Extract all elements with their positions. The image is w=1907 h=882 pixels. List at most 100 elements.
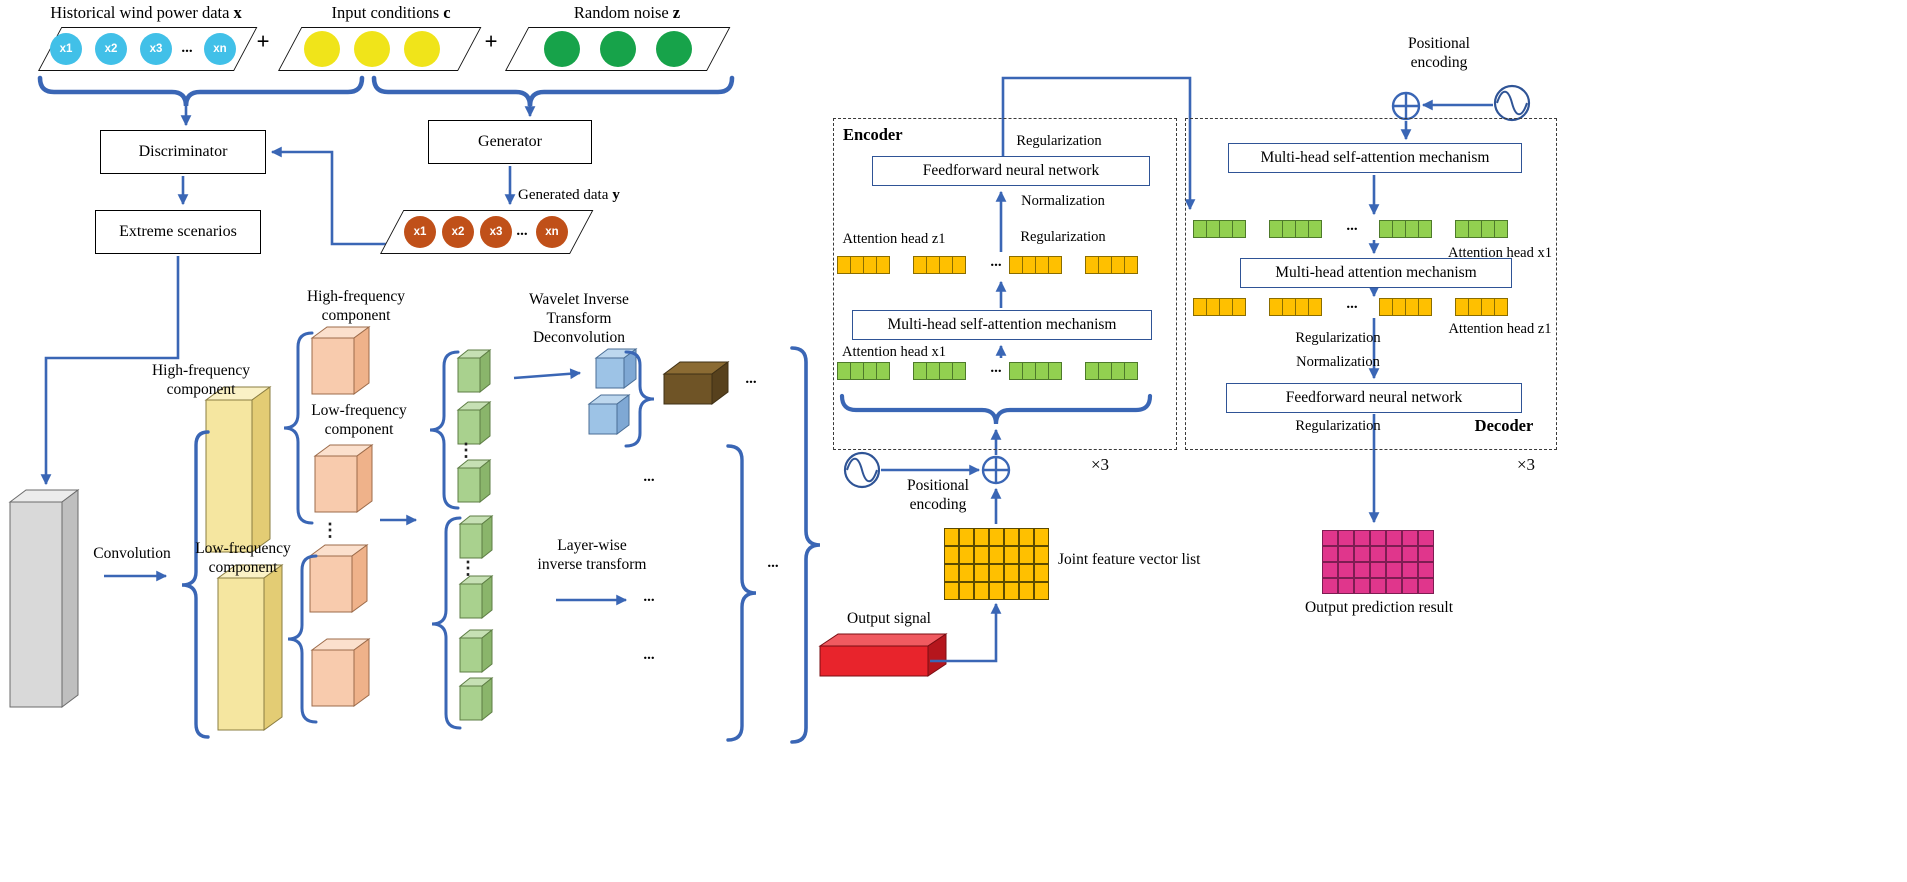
brace-layerwise-close xyxy=(726,444,757,742)
dec-normalization: Normalization xyxy=(1296,354,1380,370)
generated-var: y xyxy=(612,187,620,203)
data-unit-circle: x1 xyxy=(50,33,82,65)
dec-cross-attention-box: Multi-head attention mechanism xyxy=(1240,258,1512,288)
high-frequency-component-box xyxy=(204,386,272,553)
plus-sign: + xyxy=(484,29,498,54)
brace-feature-group1 xyxy=(429,350,460,510)
output-signal-box xyxy=(818,633,948,677)
encoder-title: Encoder xyxy=(843,125,903,144)
convolution-feature-slab xyxy=(8,489,80,708)
wavelet-inverse-label: Wavelet Inverse Transform Deconvolution xyxy=(529,291,629,346)
noise-unit-circle xyxy=(600,31,636,67)
ellipsis: ... xyxy=(767,555,779,571)
data-unit-circle: x2 xyxy=(95,33,127,65)
output-signal-label: Output signal xyxy=(847,610,931,627)
decomposed-feature-box xyxy=(458,676,494,722)
subband-component-box xyxy=(308,544,369,613)
brace-generator-inputs xyxy=(371,75,735,107)
low-frequency-label: Low-frequency component xyxy=(311,402,407,438)
vertical-ellipsis: ⋮ xyxy=(321,520,339,540)
subband-component-box xyxy=(310,326,371,395)
convolution-label: Convolution xyxy=(93,545,171,562)
brace-feature-group2 xyxy=(431,516,462,730)
enc-attention-head-z1-label: Attention head z1 xyxy=(842,231,946,247)
attention-bar-group xyxy=(1379,298,1432,316)
dec-regularization-2: Regularization xyxy=(1295,418,1381,434)
brace-encoder-input xyxy=(839,393,1153,425)
ellipsis: ... xyxy=(643,647,655,663)
enc-self-attention-box: Multi-head self-attention mechanism xyxy=(852,310,1152,340)
dec-attention-head-x1-label: Attention head x1 xyxy=(1448,245,1552,261)
attention-bar-group xyxy=(1009,362,1062,380)
enc-regularization-top: Regularization xyxy=(1016,133,1102,149)
high-frequency-label: High-frequency component xyxy=(151,362,251,398)
attention-bar-group xyxy=(1085,362,1138,380)
enc-normalization: Normalization xyxy=(1021,193,1105,209)
condition-unit-circle xyxy=(304,31,340,67)
arrow-generated-data-to-discriminator xyxy=(270,146,390,246)
brace-all-features-close xyxy=(790,346,821,744)
generated-unit-circle: x2 xyxy=(442,216,474,248)
brace-subband-group1 xyxy=(283,331,314,525)
discriminator-box: Discriminator xyxy=(100,130,266,174)
low-frequency-component-box xyxy=(216,564,284,731)
condition-unit-circle xyxy=(354,31,390,67)
conditions-var: c xyxy=(443,3,451,22)
high-frequency-label: High-frequency component xyxy=(306,288,406,324)
ellipsis: ... xyxy=(516,223,528,239)
enc-feedforward-box: Feedforward neural network xyxy=(872,156,1150,186)
sine-wave-icon xyxy=(843,451,881,489)
dec-regularization-1: Regularization xyxy=(1295,330,1381,346)
vertical-ellipsis: ⋮ xyxy=(457,440,475,460)
attention-bar-group xyxy=(1269,220,1322,238)
attention-bar-group xyxy=(1193,298,1246,316)
reconstructed-feature-box xyxy=(587,394,631,435)
plus-sign: + xyxy=(256,29,270,54)
dec-feedforward-box: Feedforward neural network xyxy=(1226,383,1522,413)
dec-positional-encoding-label: Positional encoding xyxy=(1407,35,1470,71)
attention-bar-group xyxy=(1455,220,1508,238)
ellipsis: ... xyxy=(990,360,1002,376)
ellipsis: ... xyxy=(643,589,655,605)
decomposed-feature-box xyxy=(456,458,492,504)
noise-unit-circle xyxy=(656,31,692,67)
attention-bar-group xyxy=(913,256,966,274)
decomposed-feature-box xyxy=(458,628,494,674)
generated-unit-circle: x3 xyxy=(480,216,512,248)
fusion-positional-encoding-label: Positional encoding xyxy=(906,477,969,513)
attention-bar-group xyxy=(913,362,966,380)
decomposed-feature-box xyxy=(458,574,494,620)
attention-bar-group xyxy=(1009,256,1062,274)
encoder-times3: ×3 xyxy=(1090,455,1110,474)
output-prediction-grid xyxy=(1322,530,1434,594)
ellipsis: ... xyxy=(643,469,655,485)
attention-bar-group xyxy=(1193,220,1246,238)
decoder-times3: ×3 xyxy=(1516,455,1536,474)
decomposed-feature-box xyxy=(458,514,494,560)
plus-circle-icon xyxy=(981,455,1011,485)
dec-self-attention-box: Multi-head self-attention mechanism xyxy=(1228,143,1522,173)
attention-bar-group xyxy=(1269,298,1322,316)
generated-unit-circle: xn xyxy=(536,216,568,248)
subband-component-box xyxy=(313,444,374,513)
arrow-extreme-to-slab xyxy=(40,256,180,486)
arrow-signal-to-grid xyxy=(930,602,1002,663)
joint-feature-grid xyxy=(944,528,1049,600)
sine-wave-icon xyxy=(1493,84,1531,122)
low-frequency-label: Low-frequency component xyxy=(195,540,291,576)
attention-bar-group xyxy=(1379,220,1432,238)
subband-component-box xyxy=(310,638,371,707)
output-prediction-label: Output prediction result xyxy=(1304,599,1454,616)
attention-bar-group xyxy=(1455,298,1508,316)
decomposed-feature-box xyxy=(456,348,492,394)
arrow-wavelet-inverse xyxy=(513,368,582,380)
enc-attention-head-x1-label: Attention head x1 xyxy=(842,344,946,360)
extreme-scenarios-box: Extreme scenarios xyxy=(95,210,261,254)
decoder-container xyxy=(1185,118,1557,450)
noise-var: z xyxy=(672,3,681,22)
brace-subband-group2 xyxy=(287,554,318,724)
